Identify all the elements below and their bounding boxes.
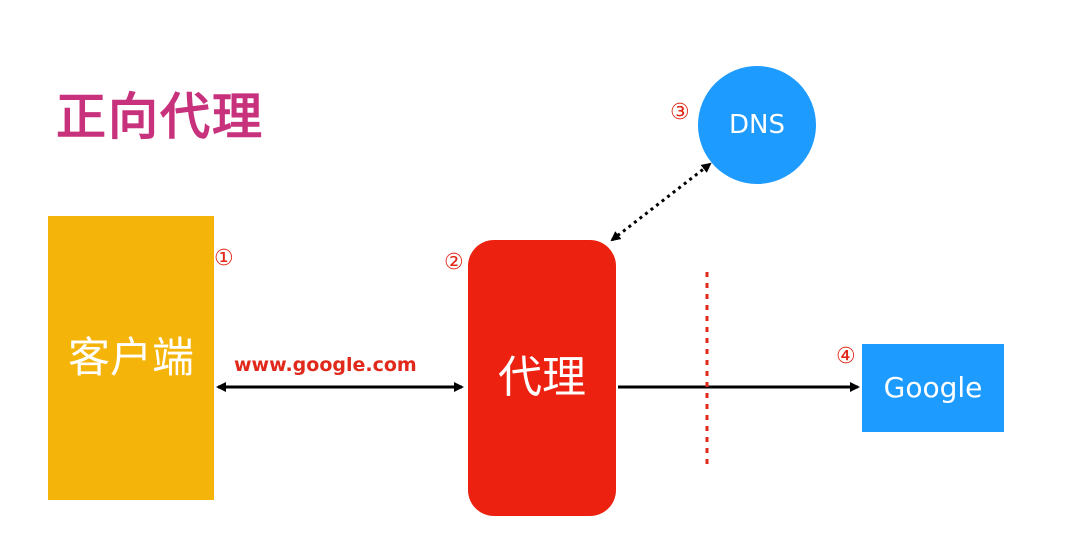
dns-step-number: ③ (670, 100, 690, 125)
google-node: Google (862, 344, 1004, 432)
dns-node: DNS (698, 66, 816, 184)
proxy-label: 代理 (498, 352, 586, 403)
google-step-number: ④ (836, 344, 856, 369)
diagram-title: 正向代理 (56, 88, 264, 146)
dns-label: DNS (729, 110, 785, 140)
client-label: 客户端 (67, 333, 194, 382)
connection-url-label: www.google.com (234, 354, 417, 376)
proxy-dns-dotted-arrow (610, 162, 712, 242)
proxy-step-number: ② (444, 250, 464, 275)
google-label: Google (883, 371, 983, 404)
proxy-node: 代理 (468, 240, 616, 516)
client-step-number: ① (214, 246, 234, 271)
client-node: 客户端 (48, 216, 214, 500)
